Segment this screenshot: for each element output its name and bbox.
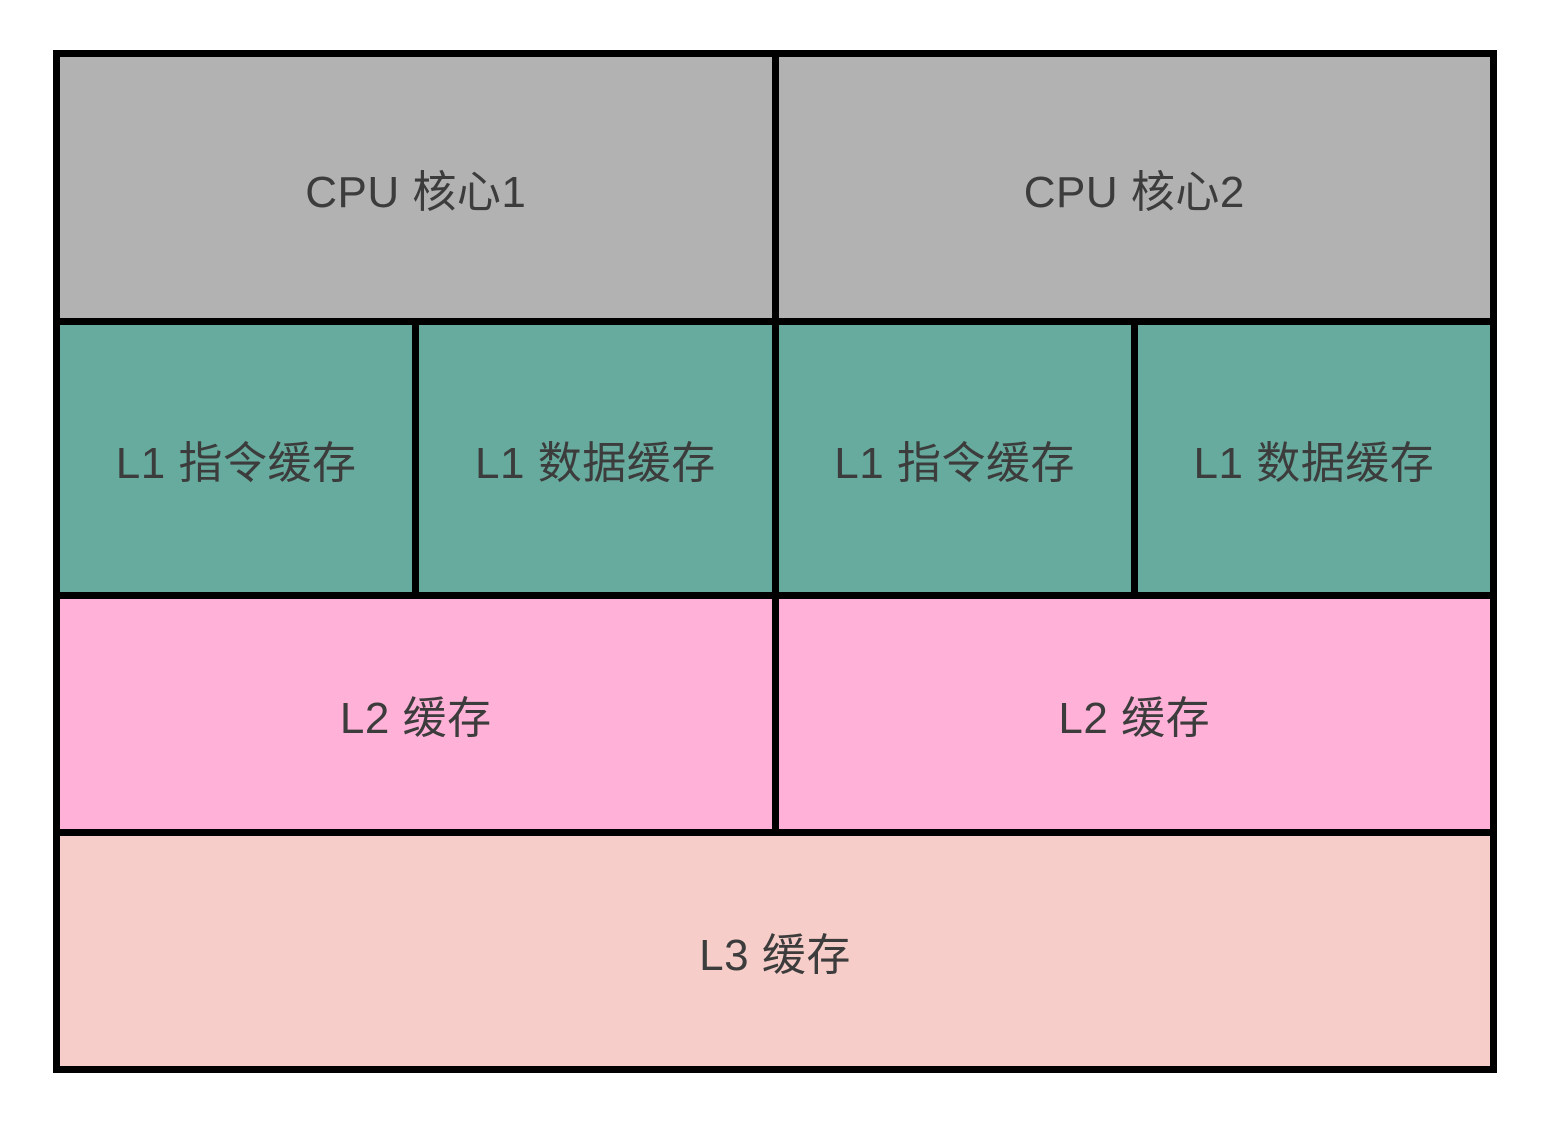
core1-l1-data-cache-box: L1 数据缓存 bbox=[419, 325, 772, 592]
core1-l1-instruction-cache-box: L1 指令缓存 bbox=[60, 325, 413, 592]
l3-cache-label: L3 缓存 bbox=[699, 931, 851, 980]
core2-l1-data-cache-label: L1 数据缓存 bbox=[1193, 438, 1435, 488]
core2-l1-instruction-cache-label: L1 指令缓存 bbox=[834, 438, 1075, 488]
core1-l2-cache-label: L2 缓存 bbox=[339, 694, 492, 743]
cpu-core-1-box: CPU 核心1 bbox=[60, 57, 772, 318]
cpu-core-2-box: CPU 核心2 bbox=[778, 57, 1490, 318]
core1-l1-instruction-cache-label: L1 指令缓存 bbox=[115, 438, 357, 488]
core2-l2-cache-box: L2 缓存 bbox=[778, 599, 1490, 829]
core1-l1-data-cache-label: L1 数据缓存 bbox=[475, 438, 716, 488]
l3-cache-box: L3 缓存 bbox=[60, 836, 1490, 1066]
core2-l2-cache-label: L2 缓存 bbox=[1058, 694, 1211, 743]
core2-l1-data-cache-box: L1 数据缓存 bbox=[1137, 325, 1490, 592]
cpu-core-2-label: CPU 核心2 bbox=[1023, 167, 1245, 217]
cpu-core-1-label: CPU 核心1 bbox=[305, 167, 527, 217]
cpu-cache-diagram: CPU 核心1 CPU 核心2 L1 指令缓存 L1 数据缓存 L1 指令缓存 … bbox=[53, 50, 1497, 1073]
core2-l1-instruction-cache-box: L1 指令缓存 bbox=[778, 325, 1131, 592]
core1-l2-cache-box: L2 缓存 bbox=[60, 599, 772, 829]
